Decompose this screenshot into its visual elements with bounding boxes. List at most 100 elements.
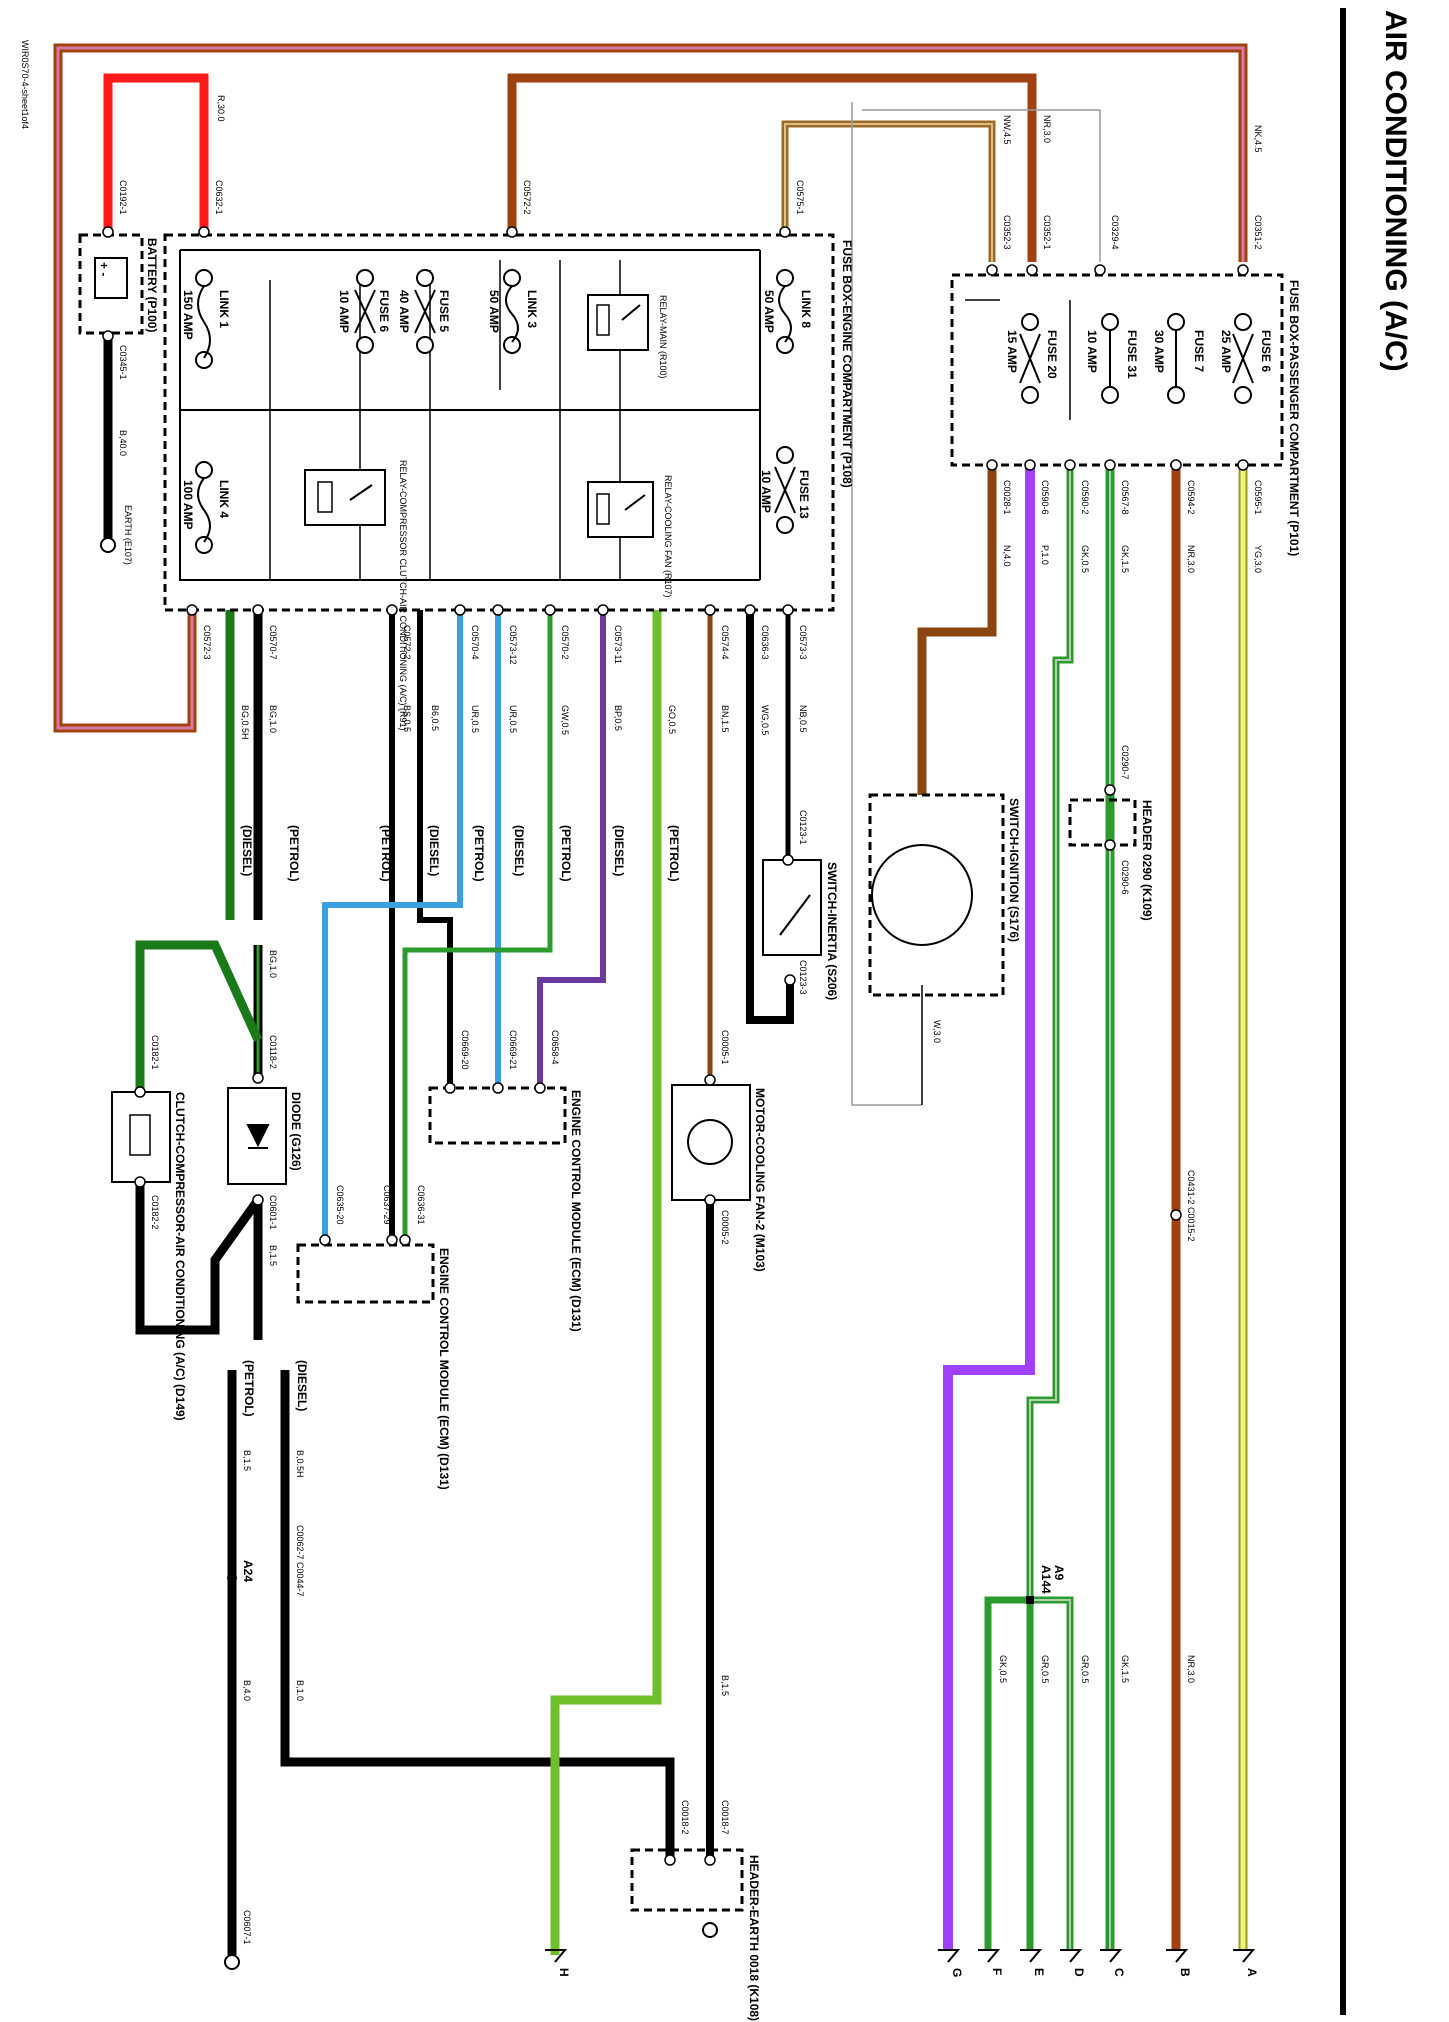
wire-nw45-inner xyxy=(784,123,993,262)
conn-c0573-12: C0573-12 xyxy=(508,625,518,665)
ecm-1-label: ENGINE CONTROL MODULE (ECM) (D131) xyxy=(569,1090,583,1332)
wire-gk05-inner xyxy=(1029,465,1071,1950)
pfuse7-label: FUSE 7 xyxy=(1192,330,1206,372)
header-k109-box xyxy=(1068,798,1137,847)
splice-a144: A144 xyxy=(1039,1565,1053,1594)
earth-c0607-symbol xyxy=(224,1954,240,1970)
wire-label-nk45: NK,4.5 xyxy=(1253,125,1263,153)
wire-b05h-diesel xyxy=(280,1370,675,1860)
wire-label-b15b: B,1.5 xyxy=(242,1450,252,1471)
fuse6-engine-label: FUSE 6 xyxy=(377,290,391,332)
link3-label: LINK 3 xyxy=(525,290,539,328)
conn-c0018-7: C0018-7 xyxy=(720,1800,730,1835)
wire-label-b40b: B,4.0 xyxy=(242,1680,252,1701)
link3-fuse xyxy=(503,269,521,354)
wire-nk45-outer xyxy=(53,43,1248,733)
pfuse6 xyxy=(1232,313,1254,404)
wire-go05 xyxy=(550,610,662,1955)
output-terminals xyxy=(545,1949,1256,1963)
conn-c0005-1: C0005-1 xyxy=(720,1030,730,1065)
wire-label-gw05: GW,0.5 xyxy=(560,705,570,735)
conn-c0182-1: C0182-1 xyxy=(150,1035,160,1070)
output-d: D xyxy=(1072,1968,1086,1977)
splice-a24-dot xyxy=(227,1573,237,1583)
conn-c0595-1: C0595-1 xyxy=(1253,480,1263,515)
conn-c0431-2: C0431-2 C0015-2 xyxy=(1186,1170,1196,1242)
conn-c0572-2b: C0572-2 xyxy=(402,625,412,660)
wire-label-b605: B6,0.5 xyxy=(430,705,440,731)
wire-label-gr05b: GR,0.5 xyxy=(1040,1655,1050,1684)
wire-label-n40: N,4.0 xyxy=(1002,545,1012,567)
wire-label-bp05: BP,0.5 xyxy=(613,705,623,731)
relay-cooling xyxy=(587,481,654,538)
clutch-label: CLUTCH-COMPRESSOR-AIR CONDITIONING (A/C)… xyxy=(173,1092,187,1421)
conn-c0345-1: C0345-1 xyxy=(118,345,128,380)
wire-wg05 xyxy=(746,610,794,1024)
diode-symbol xyxy=(246,1124,270,1149)
conn-c0290-6: C0290-6 xyxy=(1120,860,1130,895)
conn-c0669-20: C0669-20 xyxy=(460,1030,470,1070)
variant-petrol-1: (PETROL) xyxy=(287,825,301,882)
conn-c0570-2: C0570-2 xyxy=(560,625,570,660)
pfuse7 xyxy=(1167,313,1185,404)
header-k109-label: HEADER 0290 (K109) xyxy=(1140,800,1154,921)
conn-c0632-1: C0632-1 xyxy=(214,180,224,215)
conn-c0637-29: C0637-29 xyxy=(382,1185,392,1225)
sheet-ref: WIR0S70-4-sheet1of4 xyxy=(20,40,30,129)
header-earth-box xyxy=(630,1848,744,1912)
earth-e107-label: EARTH (E107) xyxy=(123,505,133,565)
fuse5-engine-amp: 40 AMP xyxy=(397,290,411,333)
engine-bus xyxy=(179,249,761,581)
wire-label-b10: B,1.0 xyxy=(295,1680,305,1701)
pfuse20-amp: 15 AMP xyxy=(1005,330,1019,373)
conn-c0028-1: C0028-1 xyxy=(1002,480,1012,515)
fuse-box-engine xyxy=(163,233,835,612)
wire-label-gr05: GR,0.5 xyxy=(1080,1655,1090,1684)
wire-ur05 xyxy=(322,610,463,1240)
wire-label-nw45: NW,4.5 xyxy=(1002,115,1012,145)
link1-amp: 150 AMP xyxy=(181,290,195,340)
variant-diesel-2: (DIESEL) xyxy=(427,825,441,876)
wire-label-bn15: BN,1.5 xyxy=(720,705,730,733)
pfuse31-amp: 10 AMP xyxy=(1085,330,1099,373)
conn-c0062-7: C0062-7 C0044-7 xyxy=(295,1525,305,1597)
connector-dots xyxy=(102,226,1249,1866)
pfuse20 xyxy=(1019,313,1041,404)
switch-inertia-label: SWITCH-INERTIA (S206) xyxy=(825,862,839,1000)
fuse-box-engine-label: FUSE BOX-ENGINE COMPARTMENT (P108) xyxy=(840,240,854,488)
output-g: G xyxy=(950,1968,964,1977)
battery-terminals: + - xyxy=(97,262,111,276)
link8-label: LINK 8 xyxy=(799,290,813,328)
link4-amp: 100 AMP xyxy=(181,480,195,530)
conn-c0575-1: C0575-1 xyxy=(795,180,805,215)
fuse5-engine xyxy=(414,269,436,354)
fuse13-engine-amp: 10 AMP xyxy=(759,470,773,513)
wire-label-p10: P,1.0 xyxy=(1040,545,1050,565)
fuse5-engine-label: FUSE 5 xyxy=(437,290,451,332)
wire-label-bg10: BG,1.0 xyxy=(268,705,278,733)
battery-label: BATTERY (P100) xyxy=(145,238,159,332)
link3-amp: 50 AMP xyxy=(487,290,501,333)
wire-label-r30: R,30.0 xyxy=(216,95,226,122)
wire-r30 xyxy=(103,73,209,232)
conn-c0570-7: C0570-7 xyxy=(268,625,278,660)
conn-c0601-1: C0601-1 xyxy=(268,1195,278,1230)
switch-ignition-box xyxy=(868,793,1005,997)
earth-e107-symbol xyxy=(100,537,116,553)
conn-c0572-2: C0572-2 xyxy=(522,180,532,215)
wire-gk05-outer xyxy=(1026,465,1074,1950)
link8-amp: 50 AMP xyxy=(762,290,776,333)
ecm-1-box xyxy=(428,1086,567,1145)
page-title: AIR CONDITIONING (A/C) xyxy=(1379,10,1412,372)
output-h: H xyxy=(557,1968,571,1977)
wire-b605 xyxy=(417,610,453,1088)
variant-petrol-4: (PETROL) xyxy=(559,825,573,882)
wire-label-gk15: GK,1.5 xyxy=(1120,545,1130,573)
link8-fuse xyxy=(776,269,794,354)
pfuse6-label: FUSE 6 xyxy=(1259,330,1273,372)
wire-grey-top xyxy=(862,109,1101,262)
switch-inertia-contact xyxy=(779,894,811,936)
wire-label-b15: B,1.5 xyxy=(268,1245,278,1266)
conn-c0590-6: C0590-6 xyxy=(1040,480,1050,515)
